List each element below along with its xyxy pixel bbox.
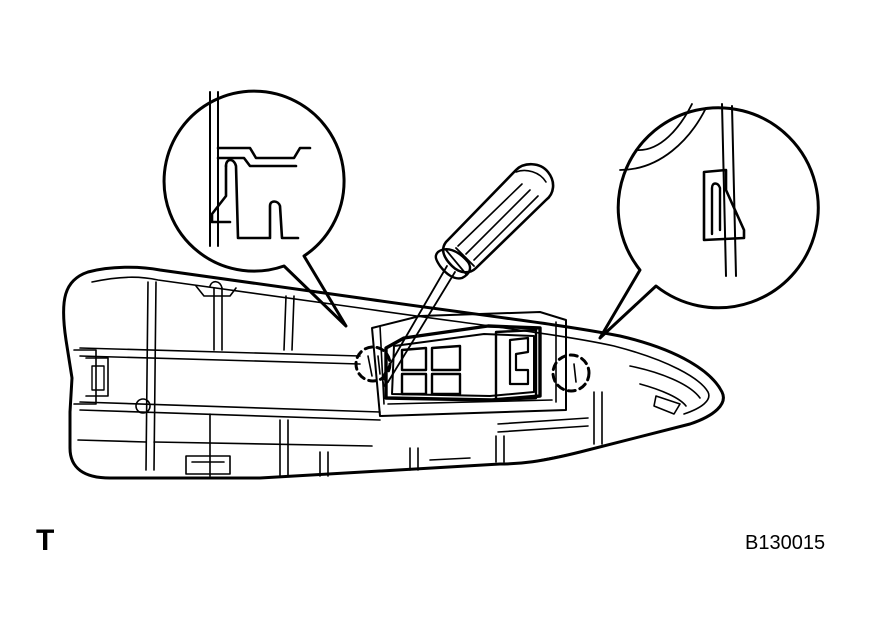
switch-knob-2 [430, 344, 462, 372]
window-switch-body [384, 324, 542, 402]
switch-knob-3 [400, 372, 428, 396]
corner-mark: T [36, 524, 55, 557]
switch-knob-1 [400, 346, 428, 372]
right-claw-marker [551, 353, 591, 393]
lock-switch [494, 328, 538, 402]
switch-base-panel [62, 265, 725, 480]
left-detail-inset [162, 89, 348, 328]
screwdriver [381, 162, 555, 387]
switch-knob-4 [430, 372, 462, 396]
figure-code: B130015 [745, 532, 826, 554]
right-detail-inset [598, 103, 820, 340]
